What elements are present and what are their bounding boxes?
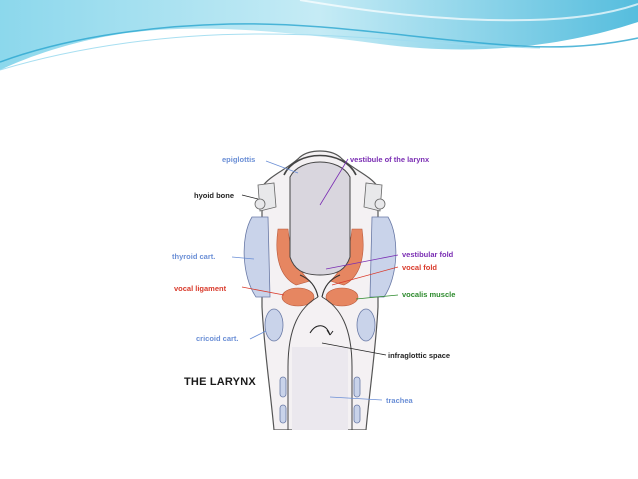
label-vestibular-fold: vestibular fold (402, 250, 453, 259)
label-vocal-ligament: vocal ligament (174, 284, 226, 293)
diagram-title: THE LARYNX (184, 376, 256, 388)
label-vestibule: vestibule of the larynx (350, 155, 429, 164)
label-vocalis-muscle: vocalis muscle (402, 290, 455, 299)
label-trachea: trachea (386, 396, 413, 405)
label-hyoid-bone: hyoid bone (194, 191, 234, 200)
label-epiglottis: epiglottis (222, 155, 255, 164)
larynx-diagram: epiglottis vestibule of the larynx hyoid… (170, 147, 470, 430)
label-thyroid-cart: thyroid cart. (172, 252, 215, 261)
slide-header-wave (0, 0, 638, 80)
label-cricoid-cart: cricoid cart. (196, 334, 239, 343)
label-vocal-fold: vocal fold (402, 263, 437, 272)
label-infraglottic-space: infraglottic space (388, 351, 450, 360)
